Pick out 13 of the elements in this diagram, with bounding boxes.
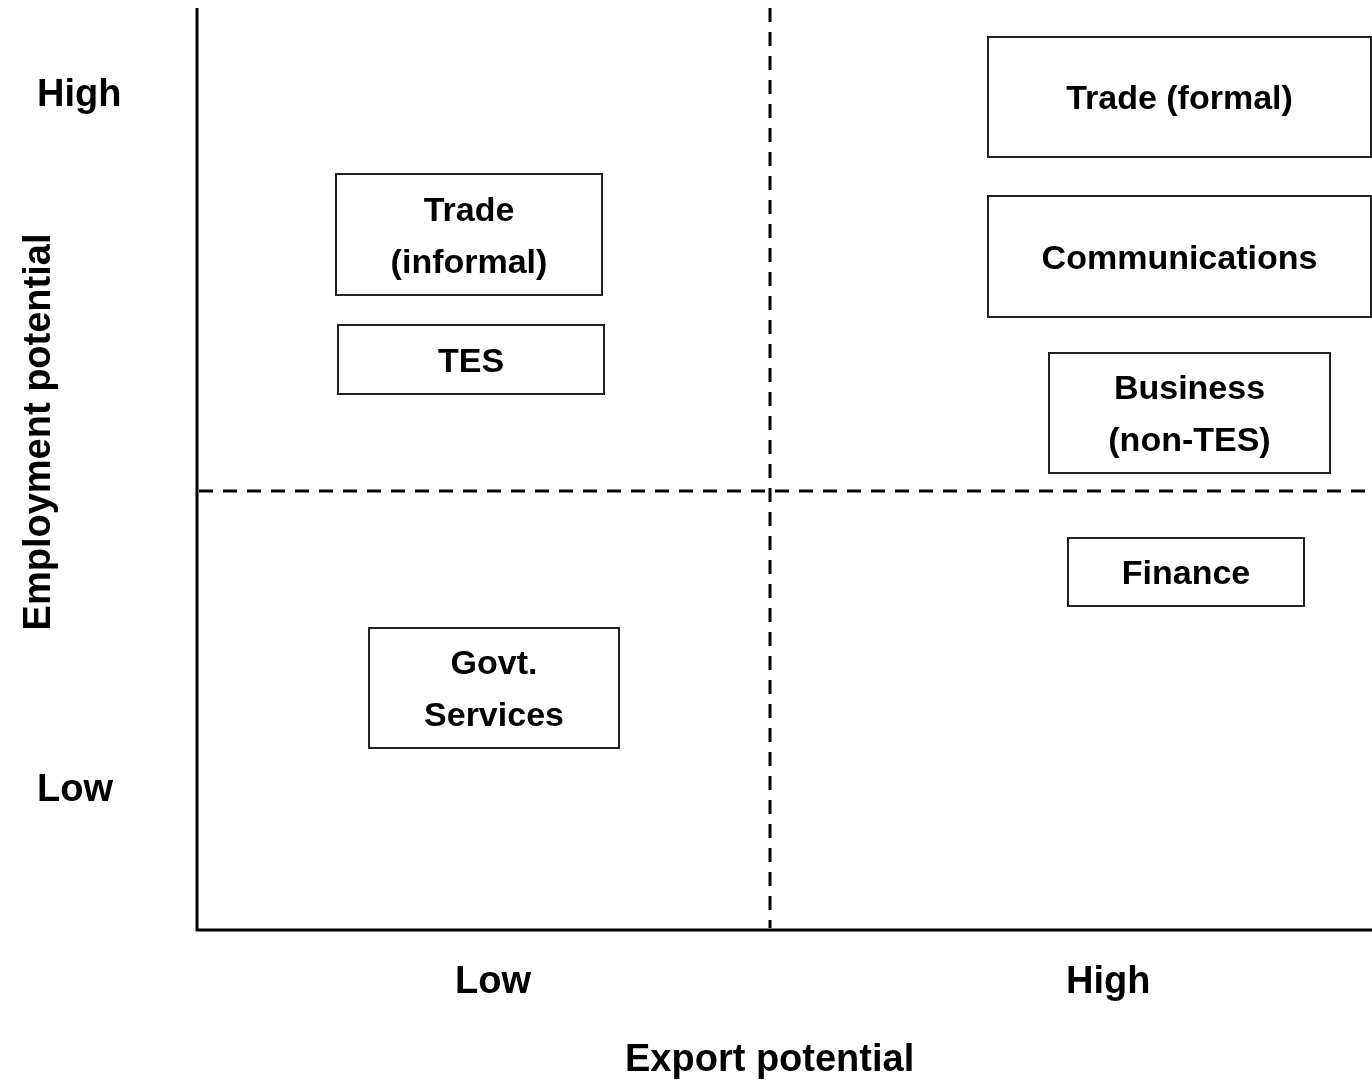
- axis-tick-label: High: [37, 71, 122, 116]
- sector-box: Trade (formal): [987, 36, 1372, 158]
- sector-box: Finance: [1067, 537, 1305, 607]
- sector-box: Business (non-TES): [1048, 352, 1331, 474]
- axis-tick-label: Low: [37, 766, 113, 811]
- axis-title: Export potential: [625, 1036, 915, 1081]
- sector-box: Communications: [987, 195, 1372, 318]
- sector-box: TES: [337, 324, 605, 395]
- axis-title: Employment potential: [15, 233, 59, 631]
- sector-box: Govt. Services: [368, 627, 620, 749]
- sector-box: Trade (informal): [335, 173, 603, 296]
- axis-tick-label: High: [1066, 958, 1151, 1003]
- axis-tick-label: Low: [455, 958, 531, 1003]
